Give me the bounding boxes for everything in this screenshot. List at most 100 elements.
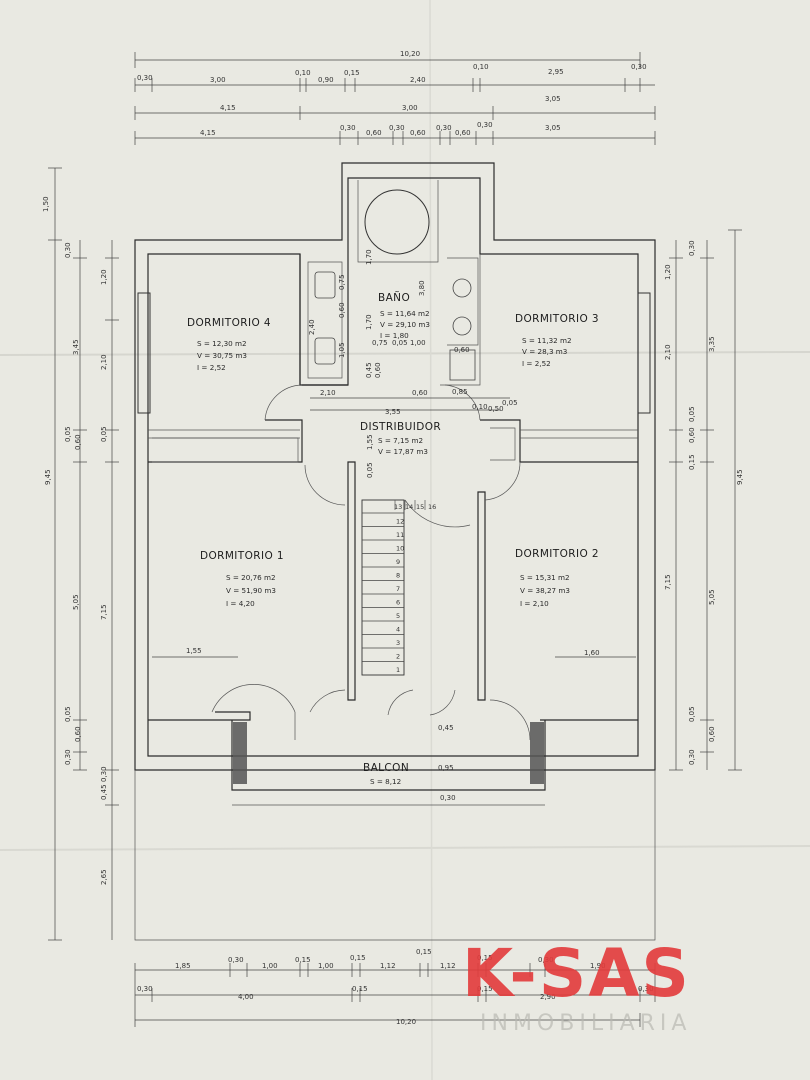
room-dormitorio-3: DORMITORIO 3 S = 11,32 m2 V = 28,3 m3 I … — [515, 313, 599, 368]
dim-int-18: 0,45 — [365, 362, 373, 378]
stair-step-label: 6 — [396, 599, 400, 607]
dim-top-r4-2: 0,60 — [366, 129, 382, 137]
dim-top-r4-8: 3,05 — [545, 124, 561, 132]
dim-top-r4-4: 0,60 — [410, 129, 426, 137]
column — [530, 722, 544, 784]
dim-bot-r2-5: 0,30 — [638, 985, 654, 993]
dim-bot-r1-10: 0,30 — [538, 956, 554, 964]
left-dimensions — [48, 167, 119, 941]
room-surface: S = 11,64 m2 — [380, 309, 430, 318]
dim-int-9: 0,60 — [454, 346, 470, 354]
dim-int-13: 0,60 — [338, 302, 346, 318]
dim-right-12: 0,30 — [688, 749, 696, 765]
dim-bot-r1-6: 1,12 — [380, 962, 396, 970]
dim-left-6: 0,60 — [74, 434, 82, 450]
dim-left-16: 2,65 — [100, 869, 108, 885]
dim-right-10: 0,05 — [688, 706, 696, 722]
logo-subtext: INMOBILIARIA — [480, 1011, 691, 1036]
dim-left-0: 1,50 — [42, 196, 50, 212]
dim-right-8: 7,15 — [664, 574, 672, 590]
right-dim-labels: 0,30 1,20 3,35 2,10 0,05 0,60 0,15 9,45 … — [664, 240, 744, 765]
dim-bot-total: 10,20 — [396, 1018, 416, 1026]
dim-int-15: 0,75 — [372, 339, 388, 347]
dim-int-14: 1,05 — [338, 342, 346, 358]
dim-right-1: 1,20 — [664, 264, 672, 280]
room-name: DORMITORIO 1 — [200, 550, 284, 562]
dim-bot-r1-7: 0,15 — [416, 948, 432, 956]
dim-left-7: 0,05 — [100, 426, 108, 442]
dim-right-9: 5,05 — [708, 589, 716, 605]
dim-left-5: 0,05 — [64, 426, 72, 442]
dim-top-r2-5: 2,40 — [410, 76, 426, 84]
dim-int-8: 3,80 — [418, 280, 426, 296]
dim-bot-r2-4: 2,90 — [540, 993, 556, 1001]
stair-step-label: 14 — [405, 503, 413, 511]
dim-top-r3-1: 3,00 — [402, 104, 418, 112]
dim-left-4: 2,10 — [100, 354, 108, 370]
walls — [134, 162, 656, 941]
stair-step-label: 12 — [396, 518, 404, 526]
dim-top-r2-2: 0,10 — [295, 69, 311, 77]
room-index: I = 4,20 — [226, 599, 255, 608]
dim-bot-r1-11: 1,90 — [590, 962, 606, 970]
dim-top-r4-1: 0,30 — [340, 124, 356, 132]
bottom-dimensions — [134, 963, 656, 1027]
stair-step-label: 3 — [396, 639, 400, 647]
column — [233, 722, 247, 784]
bottom-dim-labels: 1,85 0,30 1,00 0,15 1,00 0,15 1,12 0,15 … — [137, 948, 654, 1026]
dim-top-r4-0: 4,15 — [200, 129, 216, 137]
stair-step-label: 10 — [396, 545, 404, 553]
dim-int-10: 1,70 — [365, 314, 373, 330]
dim-top-r2-0: 0,30 — [137, 74, 153, 82]
dim-int-3: 3,55 — [385, 408, 401, 416]
room-dormitorio-1: DORMITORIO 1 S = 20,76 m2 V = 51,90 m3 I… — [200, 550, 284, 608]
dim-int-4: 0,10 — [472, 403, 488, 411]
dim-int-22: 1,55 — [186, 647, 202, 655]
room-index: I = 2,52 — [197, 363, 226, 372]
dim-int-6: 0,05 — [502, 399, 518, 407]
room-volume: V = 28,3 m3 — [522, 347, 567, 356]
left-dim-labels: 1,50 0,30 1,20 3,45 2,10 0,05 0,60 0,05 … — [42, 196, 108, 885]
dim-left-14: 0,45 — [100, 784, 108, 800]
dim-top-r2-7: 2,95 — [548, 68, 564, 76]
room-name: BALCON — [363, 762, 409, 774]
stair-step-label: 16 — [428, 503, 436, 511]
dim-right-0: 0,30 — [688, 240, 696, 256]
stair-step-label: 7 — [396, 585, 400, 593]
dim-bot-r1-0: 1,85 — [175, 962, 191, 970]
stair-step-label: 5 — [396, 612, 400, 620]
paper-fold — [429, 0, 433, 1080]
room-index: I = 2,52 — [522, 359, 551, 368]
dim-bot-r1-3: 0,15 — [295, 956, 311, 964]
dim-left-10: 5,05 — [72, 594, 80, 610]
dim-int-20: 1,55 — [366, 434, 374, 450]
dim-int-11: 2,40 — [308, 319, 316, 335]
dim-bot-r2-3: 0,15 — [477, 985, 493, 993]
dim-right-3: 2,10 — [664, 344, 672, 360]
dim-left-13: 0,30 — [64, 749, 72, 765]
room-volume: V = 51,90 m3 — [226, 586, 276, 595]
dim-int-26: 0,30 — [440, 794, 456, 802]
room-surface: S = 8,12 — [370, 777, 401, 786]
room-balcon: BALCON S = 8,12 — [363, 762, 409, 786]
dim-right-4: 0,05 — [688, 406, 696, 422]
dim-int-19: 0,60 — [374, 362, 382, 378]
dim-bot-r2-0: 0,30 — [137, 985, 153, 993]
dim-top-r2-1: 3,00 — [210, 76, 226, 84]
dim-bot-r1-9: 0,15 — [477, 954, 493, 962]
dim-bot-r1-4: 1,00 — [318, 962, 334, 970]
dim-top-r3-0: 4,15 — [220, 104, 236, 112]
dim-int-5: 0,50 — [488, 405, 504, 413]
room-volume: V = 29,10 m3 — [380, 320, 430, 329]
dim-int-24: 0,45 — [438, 724, 454, 732]
dim-bot-r1-1: 0,30 — [228, 956, 244, 964]
room-name: DORMITORIO 2 — [515, 548, 599, 560]
k-sas-watermark-logo: K-SAS INMOBILIARIA — [462, 935, 691, 1036]
dim-int-17: 1,00 — [410, 339, 426, 347]
room-dormitorio-4: DORMITORIO 4 S = 12,30 m2 V = 30,75 m3 I… — [187, 317, 271, 372]
room-volume: V = 30,75 m3 — [197, 351, 247, 360]
dim-bot-r2-1: 4,00 — [238, 993, 254, 1001]
